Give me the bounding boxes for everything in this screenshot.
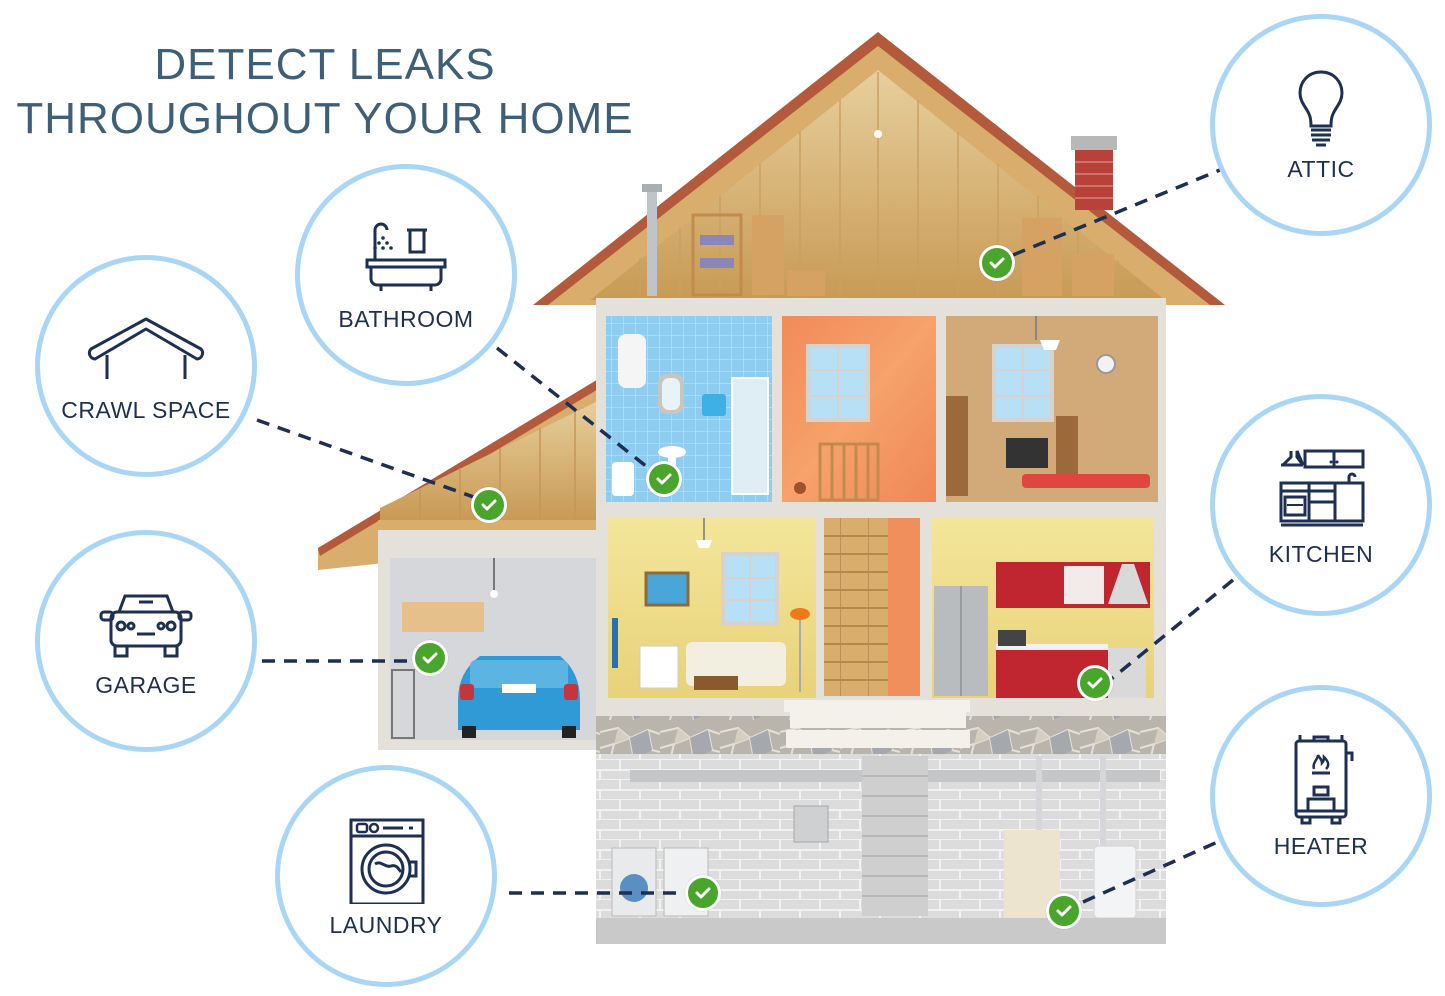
heater-sensor-check [1046,893,1082,929]
location-heater: HEATER [1210,685,1432,907]
garage-sensor-check [412,640,448,676]
checkmark-icon [1087,677,1103,689]
title-line-1: DETECT LEAKS [154,40,496,89]
connector-lines [256,168,1235,904]
checkmark-icon [656,473,672,485]
bathtub-icon [365,222,447,291]
laundry-sensor-check [685,875,721,911]
attic-sensor-check [979,245,1015,281]
location-crawl-space: CRAWL SPACE [35,255,257,477]
checkmark-icon [989,257,1005,269]
bathroom-sensor-check [646,461,682,497]
location-label: ATTIC [1287,155,1355,182]
lightbulb-icon [1298,69,1344,146]
checkmark-icon [481,499,497,511]
location-label: CRAWL SPACE [61,396,231,423]
location-label: LAUNDRY [329,911,443,938]
crawl-space-sensor-check [471,487,507,523]
checkmark-icon [695,887,711,899]
car-icon [99,594,193,657]
kitchen-sensor-check [1077,665,1113,701]
checkmark-icon [422,652,438,664]
water-heater-icon [1294,734,1354,824]
checkmark-icon [1056,905,1072,917]
title-line-2: THROUGHOUT YOUR HOME [16,94,634,143]
page-title: DETECT LEAKS THROUGHOUT YOUR HOME [0,38,650,146]
location-kitchen: KITCHEN [1210,394,1432,616]
location-garage: GARAGE [35,530,257,752]
location-label: KITCHEN [1268,540,1374,567]
location-attic: ATTIC [1210,14,1432,236]
location-label: HEATER [1273,832,1369,859]
location-bathroom: BATHROOM [295,164,517,386]
washing-machine-icon [349,818,425,904]
location-label: BATHROOM [338,305,474,332]
kitchen-icon [1279,449,1365,526]
location-laundry: LAUNDRY [275,765,497,987]
roof-icon [87,317,205,379]
location-label: GARAGE [95,671,197,698]
